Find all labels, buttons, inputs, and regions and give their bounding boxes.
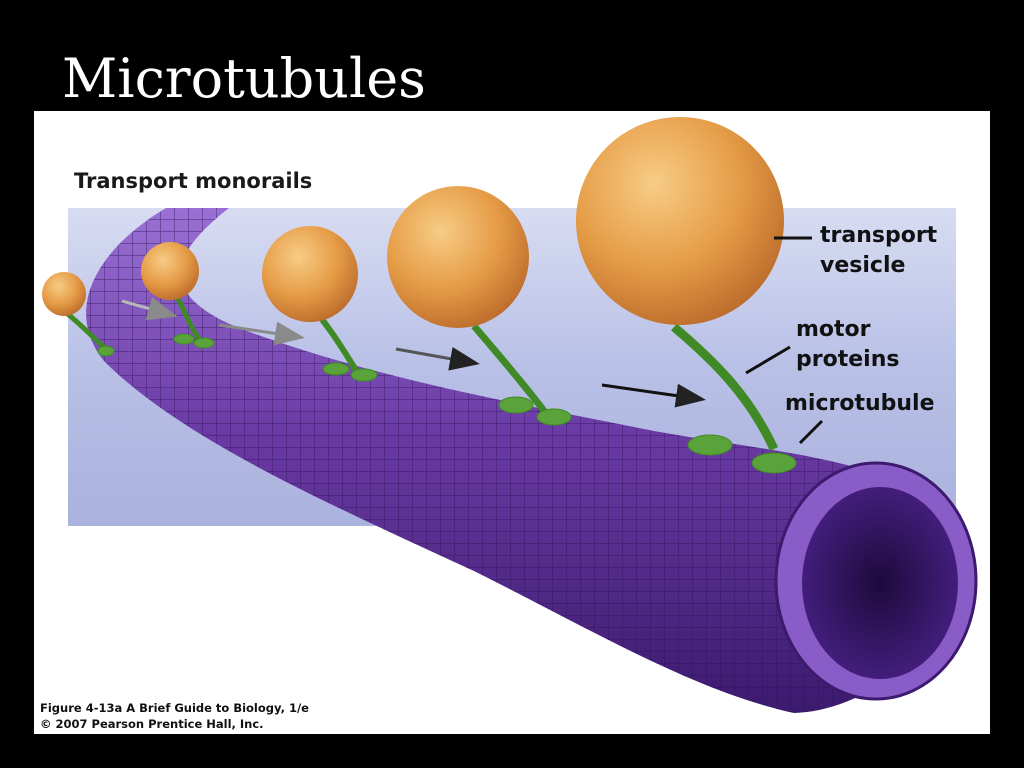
label-transport-vesicle: transport vesicle [820,221,937,281]
leader-microtubule [798,419,824,445]
direction-arrow-2 [218,321,305,346]
motor-protein-5 [671,323,797,474]
label-motor-proteins: motor proteins [796,315,899,375]
direction-arrow-3 [395,346,480,371]
label-motor-proteins-line-2: proteins [796,347,900,372]
transport-vesicle-5 [576,117,784,325]
figure-panel: Transport monorails transport vesicle mo… [34,111,990,734]
motor-protein-3 [309,305,378,382]
transport-vesicle-4 [387,186,529,328]
label-transport-vesicle-line-1: transport [820,223,938,248]
figure-credit-line-2: © 2007 Pearson Prentice Hall, Inc. [40,717,264,731]
figure-credit-line-1: Figure 4-13a A Brief Guide to Biology, 1… [40,701,309,715]
transport-vesicle-1 [42,272,86,316]
transport-vesicle-3 [262,226,358,322]
transport-vesicle-2 [141,242,199,300]
slide-title: Microtubules [62,47,426,110]
microtubule-transport-illustration [42,117,978,713]
label-motor-proteins-line-1: motor [796,317,871,342]
leader-motor-proteins [745,345,791,375]
direction-arrow-4 [601,383,706,408]
figure-heading: Transport monorails [74,169,313,193]
label-microtubule: microtubule [785,391,935,416]
microtubule-lumen [802,487,958,679]
microtubule-segments [86,208,960,713]
direction-arrow-1 [121,296,178,321]
motor-protein-4 [471,323,572,426]
label-transport-vesicle-line-2: vesicle [820,253,906,278]
